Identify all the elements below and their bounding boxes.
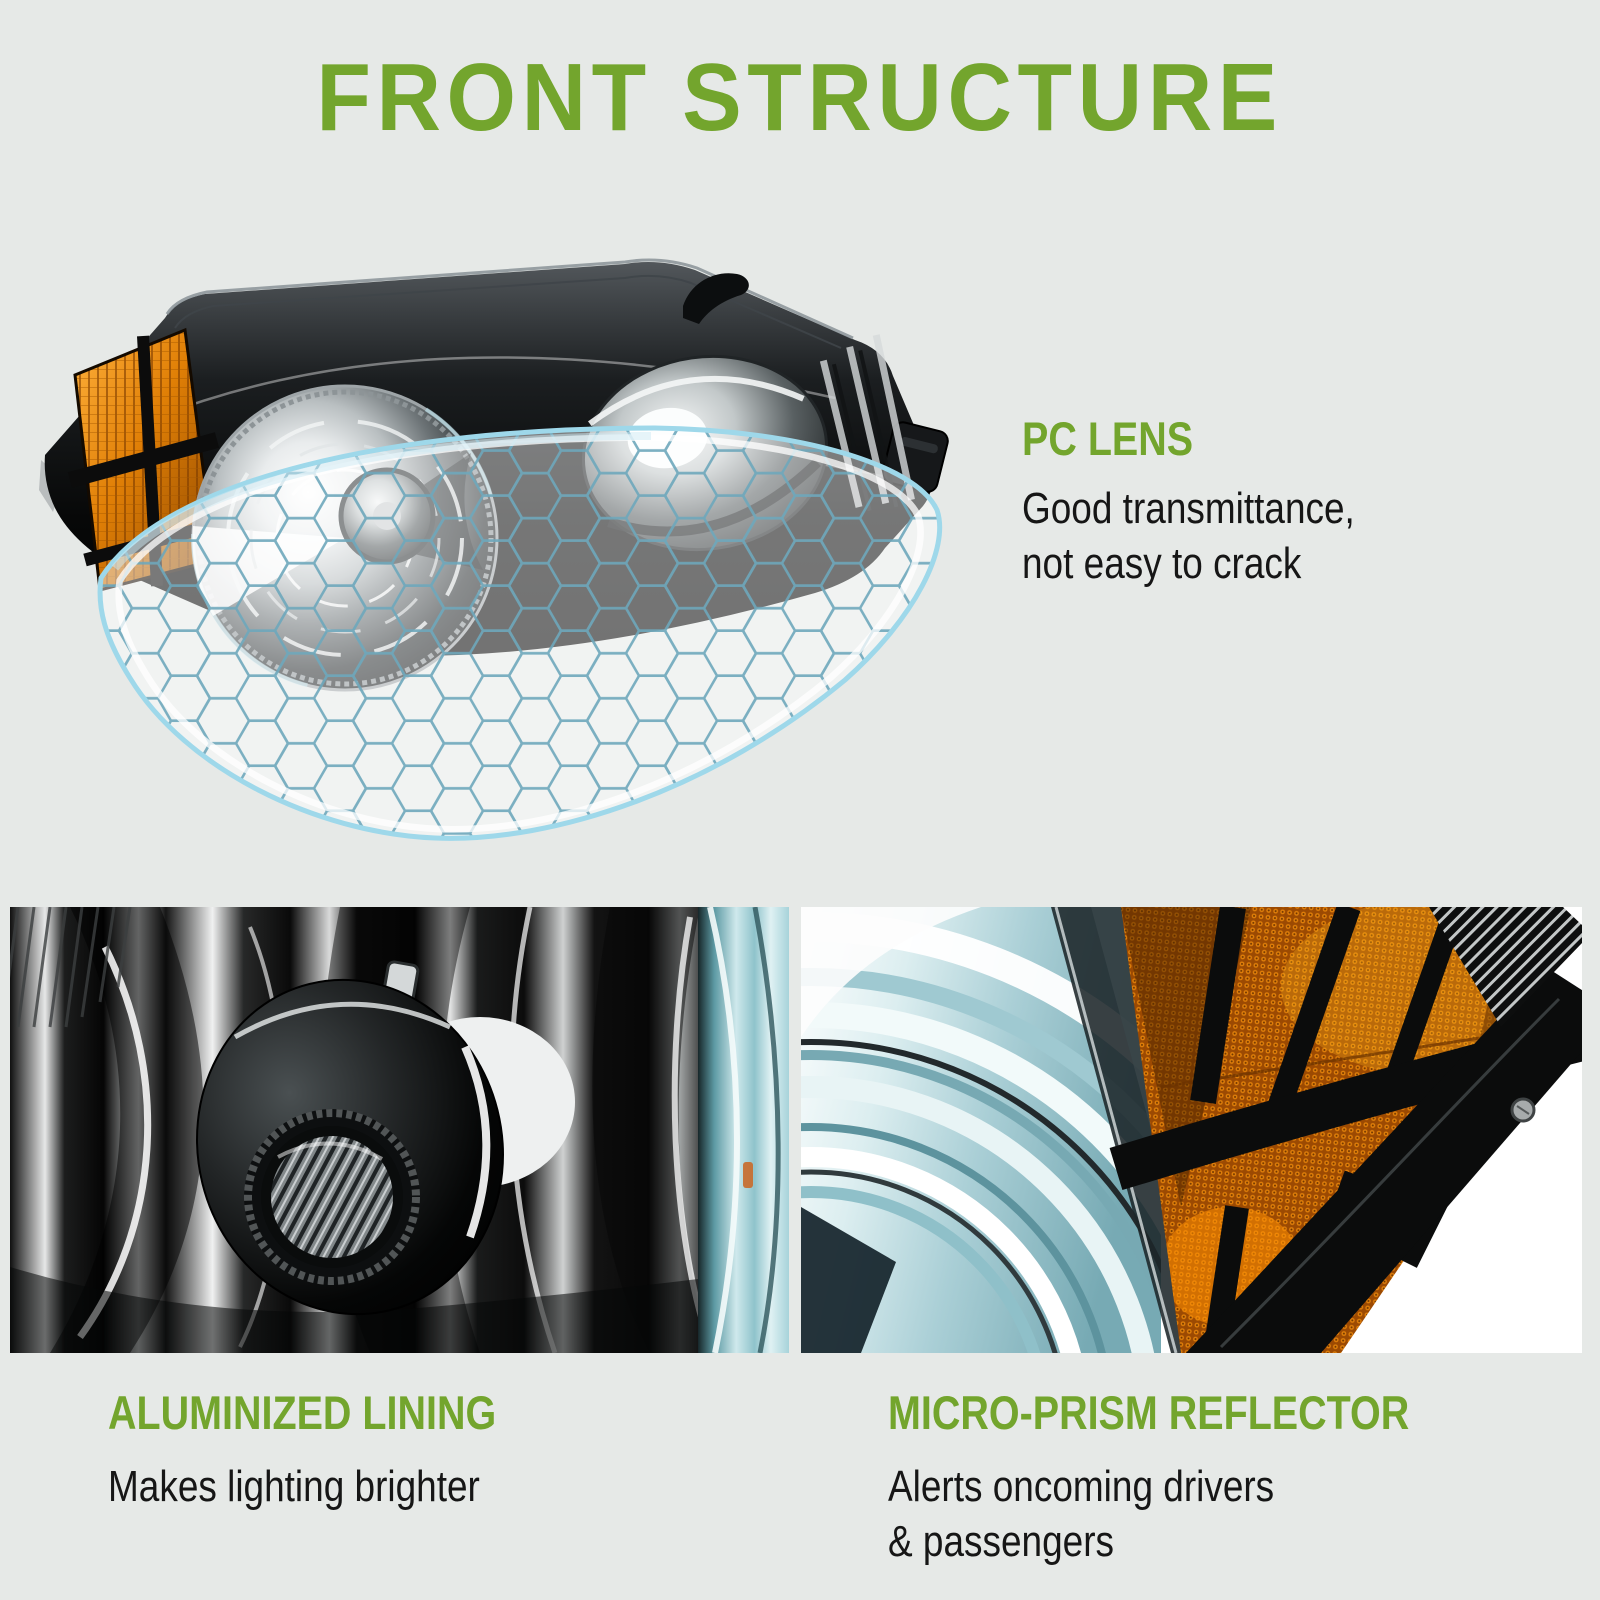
pc-lens-description: Good transmittance, not easy to crack [1022, 483, 1355, 588]
headlight-exploded-figure [15, 248, 965, 893]
micro-prism-reflector-photo [801, 907, 1582, 1353]
page-title-text: FRONT STRUCTURE [316, 44, 1284, 151]
aluminized-lining-description: Makes lighting brighter [108, 1461, 480, 1511]
aluminized-lining-label: ALUMINIZED LINING Makes lighting brighte… [108, 1387, 570, 1514]
micro-prism-reflector-label: MICRO-PRISM REFLECTOR Alerts oncoming dr… [888, 1387, 1509, 1569]
micro-prism-reflector-description: Alerts oncoming drivers & passengers [888, 1461, 1275, 1566]
pc-lens-heading: PC LENS [1022, 412, 1194, 465]
projector-ring-detail [801, 907, 1161, 1353]
mounting-hook [683, 273, 749, 324]
bulb-cap [196, 960, 504, 1316]
aluminized-lining-heading: ALUMINIZED LINING [108, 1386, 497, 1439]
pc-lens-callout: PC LENS Good transmittance, not easy to … [1022, 413, 1418, 591]
housing-frame [1186, 907, 1582, 1353]
pc-lens-overlay [97, 425, 943, 841]
aluminized-lining-photo [10, 907, 789, 1353]
micro-prism-reflector-heading: MICRO-PRISM REFLECTOR [888, 1386, 1410, 1439]
page-title: FRONT STRUCTURE [0, 50, 1600, 146]
lens-ring-teal-edge [698, 907, 789, 1353]
